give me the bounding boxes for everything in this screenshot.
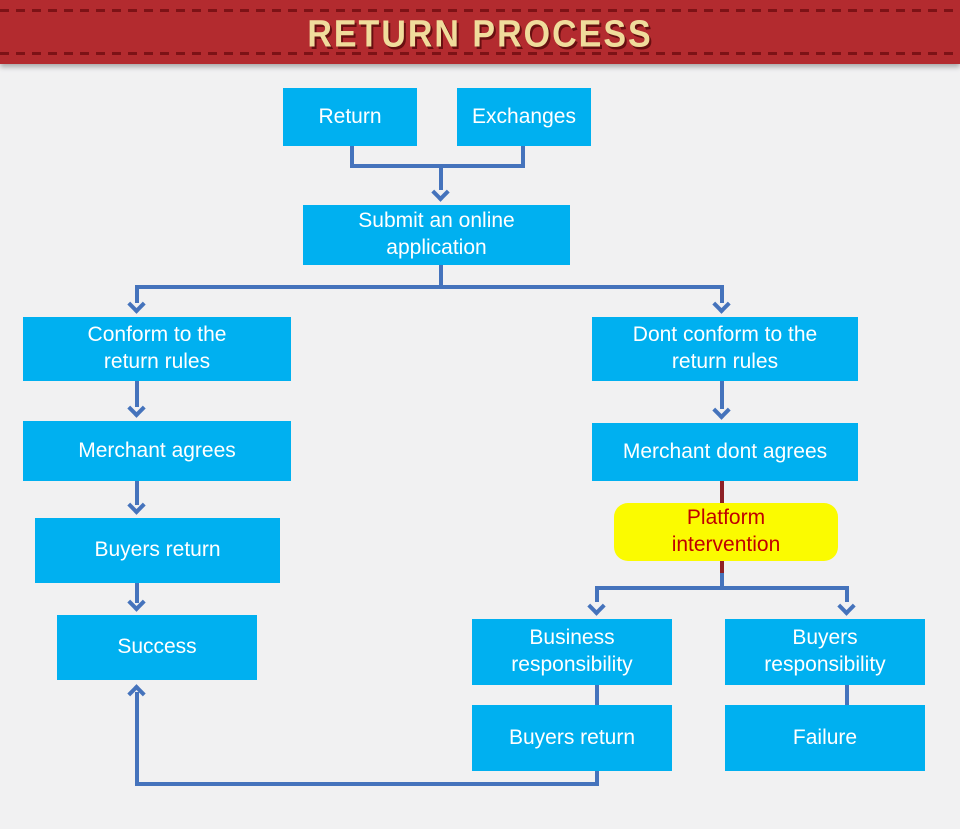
node-merchant-agrees: Merchant agrees [23, 421, 291, 481]
node-label: Business responsibility [511, 626, 633, 676]
arrow-up-icon [127, 684, 146, 703]
node-submit-application: Submit an online application [303, 205, 570, 265]
node-exchanges: Exchanges [457, 88, 591, 146]
node-label: Exchanges [472, 104, 576, 128]
node-label: Conform to the return rules [87, 323, 227, 373]
stitch-line-top [0, 9, 960, 12]
arrow-down-icon [431, 183, 450, 202]
arrow-down-icon [712, 295, 731, 314]
node-label: Buyers return [508, 725, 636, 749]
connector-line [135, 285, 724, 289]
node-buyers-return-right: Buyers return [472, 705, 672, 771]
connector-line [720, 381, 724, 409]
node-label: Merchant dont agrees [622, 439, 828, 463]
connector-line [439, 265, 443, 287]
connector-line [595, 586, 599, 602]
node-return: Return [283, 88, 417, 146]
connector-line [135, 692, 139, 782]
node-merchant-dont-agrees: Merchant dont agrees [592, 423, 858, 481]
connector-line [135, 782, 599, 786]
connector-line [439, 164, 443, 190]
connector-line [845, 586, 849, 602]
connector-line [595, 685, 599, 705]
connector-line [845, 685, 849, 705]
connector-line [350, 164, 525, 168]
arrow-down-icon [127, 399, 146, 418]
node-label: Dont conform to the return rules [632, 323, 818, 373]
node-dont-conform-rules: Dont conform to the return rules [592, 317, 858, 381]
node-platform-intervention: Platform intervention [614, 503, 838, 561]
arrow-down-icon [127, 593, 146, 612]
connector-line [350, 146, 354, 166]
node-label: Success [117, 635, 197, 659]
title-banner: RETURN PROCESS [0, 0, 960, 64]
connector-line [521, 146, 525, 166]
connector-line [720, 573, 724, 590]
node-label: Merchant agrees [78, 438, 236, 462]
connector-line [595, 771, 599, 786]
node-failure: Failure [725, 705, 925, 771]
connector-line [135, 583, 139, 603]
connector-line [135, 481, 139, 505]
connector-line [720, 285, 724, 303]
connector-line-red [720, 561, 724, 573]
page-title: RETURN PROCESS [307, 13, 653, 56]
arrow-down-icon [587, 597, 606, 616]
arrow-down-icon [837, 597, 856, 616]
stitch-line-bottom [0, 52, 960, 55]
node-success: Success [57, 615, 257, 680]
node-label: Buyers responsibility [764, 626, 886, 676]
connector-line [135, 381, 139, 407]
connector-line [595, 586, 849, 590]
arrow-down-icon [127, 496, 146, 515]
arrow-down-icon [712, 401, 731, 420]
node-label: Submit an online application [358, 209, 515, 259]
node-label: Return [318, 104, 382, 128]
node-buyers-responsibility: Buyers responsibility [725, 619, 925, 685]
node-buyers-return-left: Buyers return [35, 518, 280, 583]
arrow-down-icon [127, 295, 146, 314]
connector-line [135, 285, 139, 303]
node-business-responsibility: Business responsibility [472, 619, 672, 685]
connector-line-red [720, 481, 724, 503]
node-label: Platform intervention [671, 506, 781, 556]
node-label: Buyers return [94, 538, 221, 562]
node-label: Failure [792, 725, 858, 749]
node-conform-rules: Conform to the return rules [23, 317, 291, 381]
